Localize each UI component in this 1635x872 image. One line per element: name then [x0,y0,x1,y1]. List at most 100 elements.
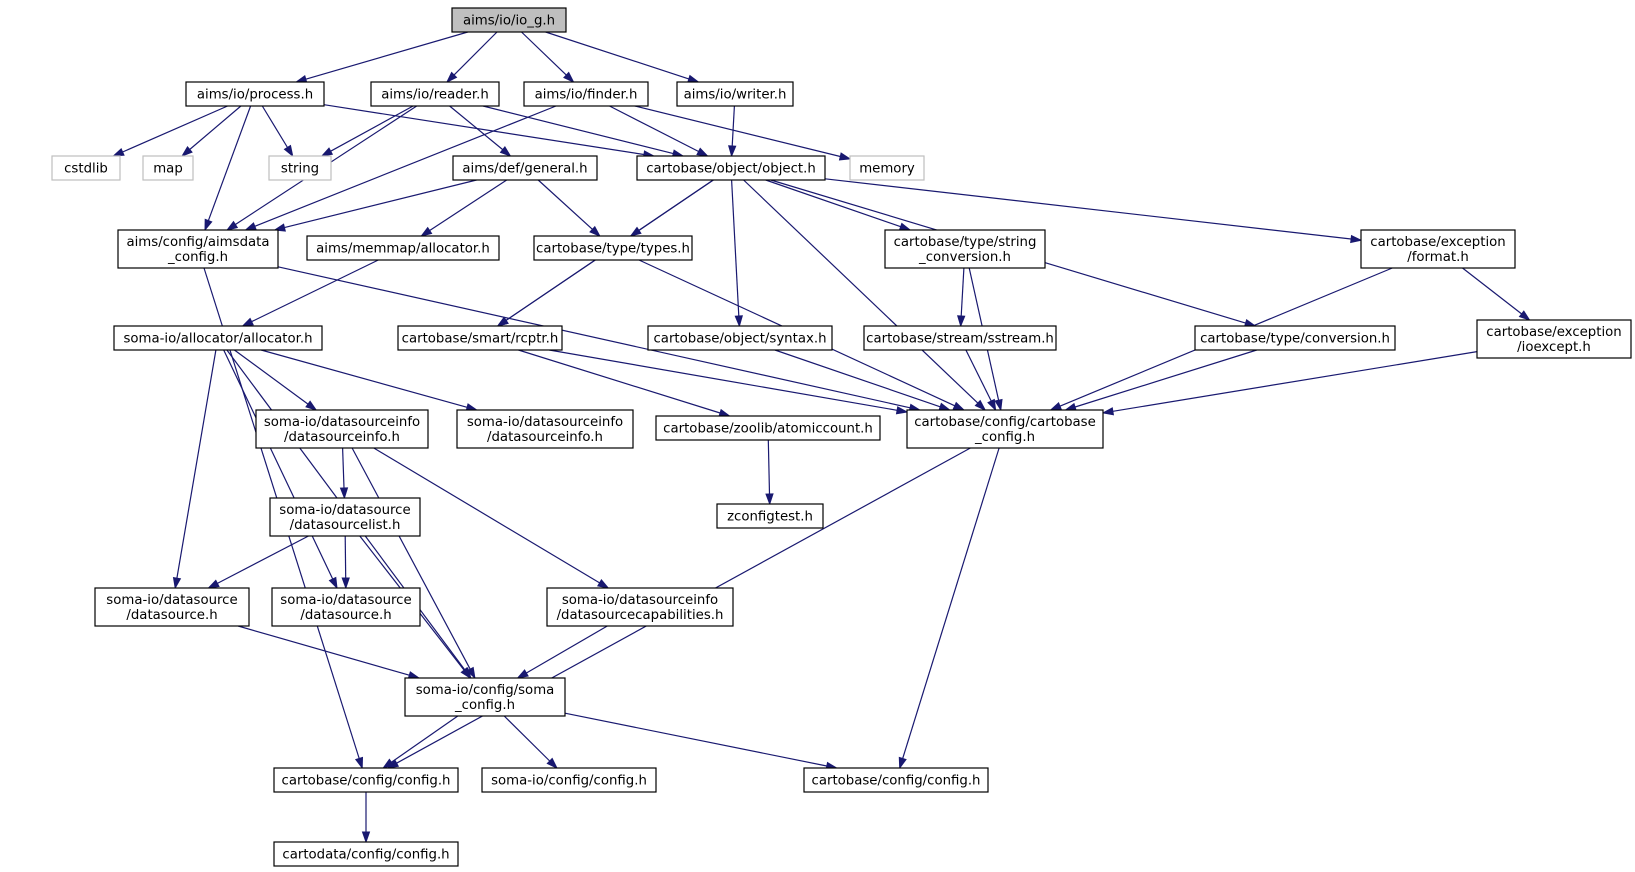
edge-arrowhead [838,152,852,161]
edge-line [323,104,644,156]
node-box [906,409,1104,449]
node-label: aims/io/reader.h [381,88,489,103]
edge-line [965,349,992,402]
node-box [117,229,279,269]
node-label: /datasourcelist.h [290,518,401,533]
edge-arrowhead [381,758,395,769]
node-box [647,325,833,351]
edge-line [330,105,414,152]
edge-arrowhead [180,146,193,157]
node-box [1476,319,1632,359]
node-zconfigtest[interactable]: zconfigtest.h [716,503,824,529]
edge-line [1112,351,1478,412]
node-box [404,677,566,717]
node-dslist[interactable]: soma-io/datasource/datasourcelist.h [269,497,421,537]
edge-arrowhead [172,576,182,590]
edge-line [207,105,252,221]
node-string[interactable]: string [268,155,332,181]
edge-soma-config-to-cb-cfg2 [564,712,839,771]
node-cb-cfg2[interactable]: cartobase/config/config.h [803,767,989,793]
node-label: /datasourceinfo.h [487,430,603,445]
node-io-g[interactable]: aims/io/io_g.h [451,7,567,33]
node-string-conv[interactable]: cartobase/type/string_conversion.h [884,229,1046,269]
node-box [268,155,332,181]
node-box [269,497,421,537]
node-ioexcept[interactable]: cartobase/exception/ioexcept.h [1476,319,1632,359]
node-soma-config[interactable]: soma-io/config/soma_config.h [404,677,566,717]
node-dscap[interactable]: soma-io/datasourceinfo/datasourcecapabil… [546,587,734,627]
edge-line [731,179,740,317]
node-label: cartobase/type/types.h [536,242,690,257]
node-soma-alloc[interactable]: soma-io/allocator/allocator.h [113,325,323,351]
edge-line [344,535,347,579]
node-reader[interactable]: aims/io/reader.h [370,81,500,107]
node-box [533,235,693,261]
node-box [51,155,121,181]
edge-arrowhead [225,220,239,231]
edge-arrowhead [1350,234,1363,244]
node-object[interactable]: cartobase/object/object.h [636,155,826,181]
edge-io-g-to-process [294,31,468,84]
node-cb-config[interactable]: cartobase/config/cartobase_config.h [906,409,1104,449]
edge-line [373,447,600,584]
node-memory[interactable]: memory [849,155,925,181]
node-types[interactable]: cartobase/type/types.h [533,235,693,261]
node-somaio-cfg[interactable]: soma-io/config/config.h [481,767,657,793]
node-ds1[interactable]: soma-io/datasource/datasource.h [94,587,250,627]
edge-line [765,179,901,228]
node-box [803,767,989,793]
edge-arrowhead [305,400,318,411]
edge-io-g-to-finder [521,31,575,84]
node-label: cartobase/object/object.h [646,162,816,177]
edge-line [261,105,289,148]
edge-process-to-cstdlib [112,105,228,157]
edge-line [505,259,596,321]
node-writer[interactable]: aims/io/writer.h [676,81,794,107]
node-cstdlib[interactable]: cstdlib [51,155,121,181]
edge-general-to-aimsdata-config [273,179,477,232]
node-label: cartobase/config/config.h [282,774,451,789]
node-sstream[interactable]: cartobase/stream/sstream.h [863,325,1057,351]
edge-line [391,715,459,763]
node-cb-cfg1[interactable]: cartobase/config/config.h [273,767,459,793]
edge-arrowhead [696,147,709,157]
node-map[interactable]: map [142,155,194,181]
edge-line [743,179,979,404]
edge-finder-to-memory [634,105,852,161]
edge-line [526,625,608,674]
edge-cb-config-to-cb-cfg2 [898,447,1000,770]
node-ds2[interactable]: soma-io/datasource/datasource.h [271,587,421,627]
edge-dslist-to-ds2 [341,535,350,590]
edge-general-to-memmap-alloc [420,179,508,237]
edge-line [260,349,468,408]
node-exc-format[interactable]: cartobase/exception/format.h [1360,229,1516,269]
edge-line [549,349,898,411]
edge-arrowhead [320,147,334,157]
node-syntax[interactable]: cartobase/object/syntax.h [647,325,833,351]
edge-line [217,535,309,584]
node-dsinfo1[interactable]: soma-io/datasourceinfo/datasourceinfo.h [255,409,429,449]
edge-arrowhead [516,669,529,679]
node-atomiccount[interactable]: cartobase/zoolib/atomiccount.h [655,415,881,441]
node-finder[interactable]: aims/io/finder.h [523,81,649,107]
edge-dslist-to-ds1 [207,535,309,589]
node-label: _config.h [974,430,1035,445]
edge-arrowhead [241,317,254,327]
node-dsinfo2[interactable]: soma-io/datasourceinfo/datasourceinfo.h [456,409,634,449]
node-general[interactable]: aims/def/general.h [452,155,598,181]
node-rcptr[interactable]: cartobase/smart/rcptr.h [397,325,563,351]
node-type-conv[interactable]: cartobase/type/conversion.h [1194,325,1396,351]
edge-arrowhead [938,402,952,411]
node-process[interactable]: aims/io/process.h [185,81,325,107]
edge-arrowhead [445,71,458,84]
node-label: /format.h [1407,250,1469,265]
node-aimsdata-config[interactable]: aims/config/aimsdata_config.h [117,229,279,269]
node-cartodata-cfg[interactable]: cartodata/config/config.h [273,841,459,867]
edge-arrowhead [361,831,371,844]
node-box [142,155,194,181]
node-memmap-alloc[interactable]: aims/memmap/allocator.h [306,235,500,261]
node-label: cartobase/stream/sstream.h [866,332,1054,347]
edge-line [902,447,1000,759]
edge-line [482,105,674,155]
